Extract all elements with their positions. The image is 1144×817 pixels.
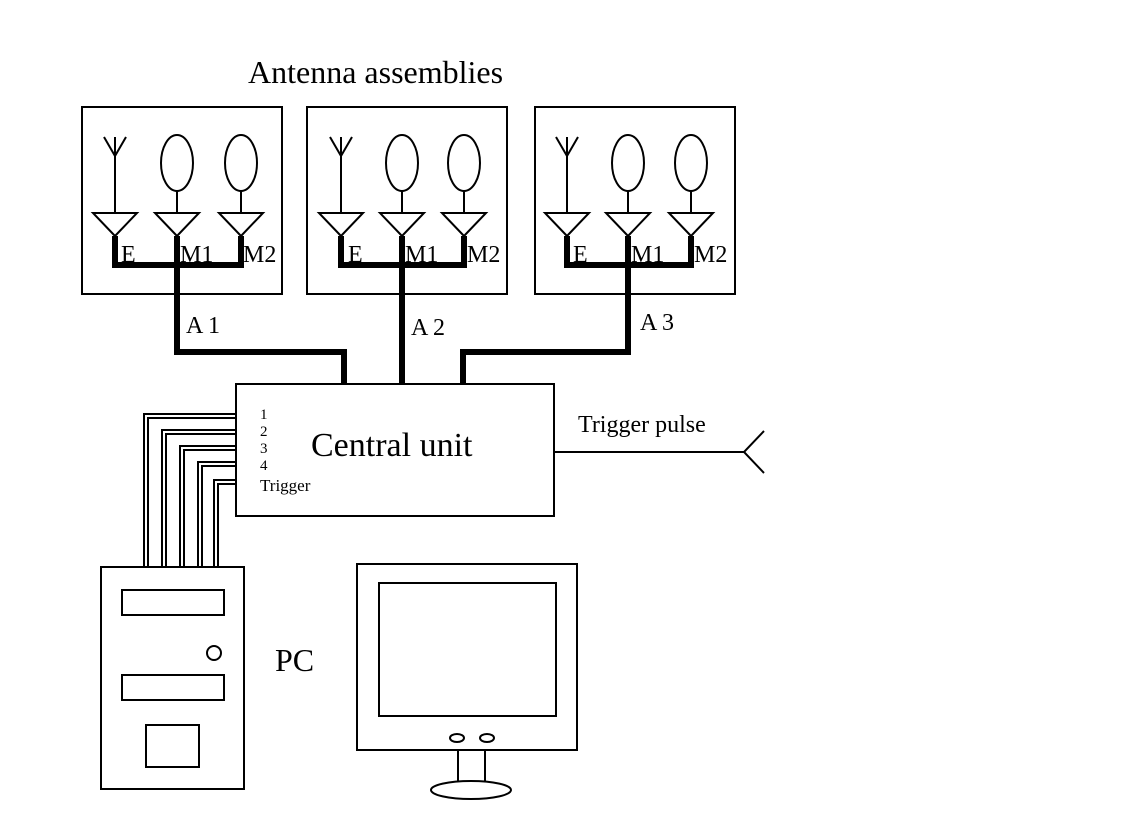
central-unit: Central unit 1 2 3 4 Trigger [235,383,555,517]
channel-label-m1: M1 [180,242,213,268]
drive-bay [121,589,225,616]
loop-antenna-icon [216,134,266,238]
front-panel [145,724,200,768]
channel-label-e: E [573,242,588,268]
monitor-button [479,733,495,743]
channel-label-e: E [121,242,136,268]
central-unit-label: Central unit [311,427,473,464]
channel-label-m1: M1 [405,242,438,268]
channel-label-m2: M2 [694,242,727,268]
port-label: 2 [260,424,268,440]
cable-label: A 3 [640,310,674,336]
channel-label-m1: M1 [631,242,664,268]
whip-antenna-icon [90,136,140,238]
channel-label-m2: M2 [467,242,500,268]
port-label: 4 [260,458,268,474]
cable-label: A 2 [411,315,445,341]
loop-antenna-icon [603,134,653,238]
whip-antenna-icon [316,136,366,238]
monitor-icon [356,563,578,800]
trigger-pulse-label: Trigger pulse [578,412,706,438]
loop-antenna-icon [439,134,489,238]
pc-cables [143,413,236,567]
antenna-assembly-1: E M1 M2 A 1 [81,106,283,339]
monitor-screen [378,582,557,717]
cable-a3 [460,265,631,384]
cable-label: A 1 [186,313,220,339]
loop-antenna-icon [666,134,716,238]
port-label: 3 [260,441,268,457]
port-label: Trigger [260,476,311,495]
power-button-icon [206,645,222,661]
whip-antenna-icon [542,136,592,238]
trigger-input: Trigger pulse [554,412,765,474]
loop-antenna-icon [152,134,202,238]
monitor-stand [430,780,512,800]
loop-antenna-icon [377,134,427,238]
cable-a1 [174,265,347,384]
drive-bay [121,674,225,701]
central-unit-box [235,383,555,517]
antenna-assembly-2: E M1 M2 A 2 [306,106,508,341]
pc-label: PC [275,642,314,678]
port-label: 1 [260,407,268,423]
pc-tower [100,566,245,790]
channel-label-m2: M2 [243,242,276,268]
diagram-title: Antenna assemblies [248,54,503,90]
channel-label-e: E [348,242,363,268]
antenna-assembly-3: E M1 M2 A 3 [534,106,736,336]
monitor-button [449,733,465,743]
